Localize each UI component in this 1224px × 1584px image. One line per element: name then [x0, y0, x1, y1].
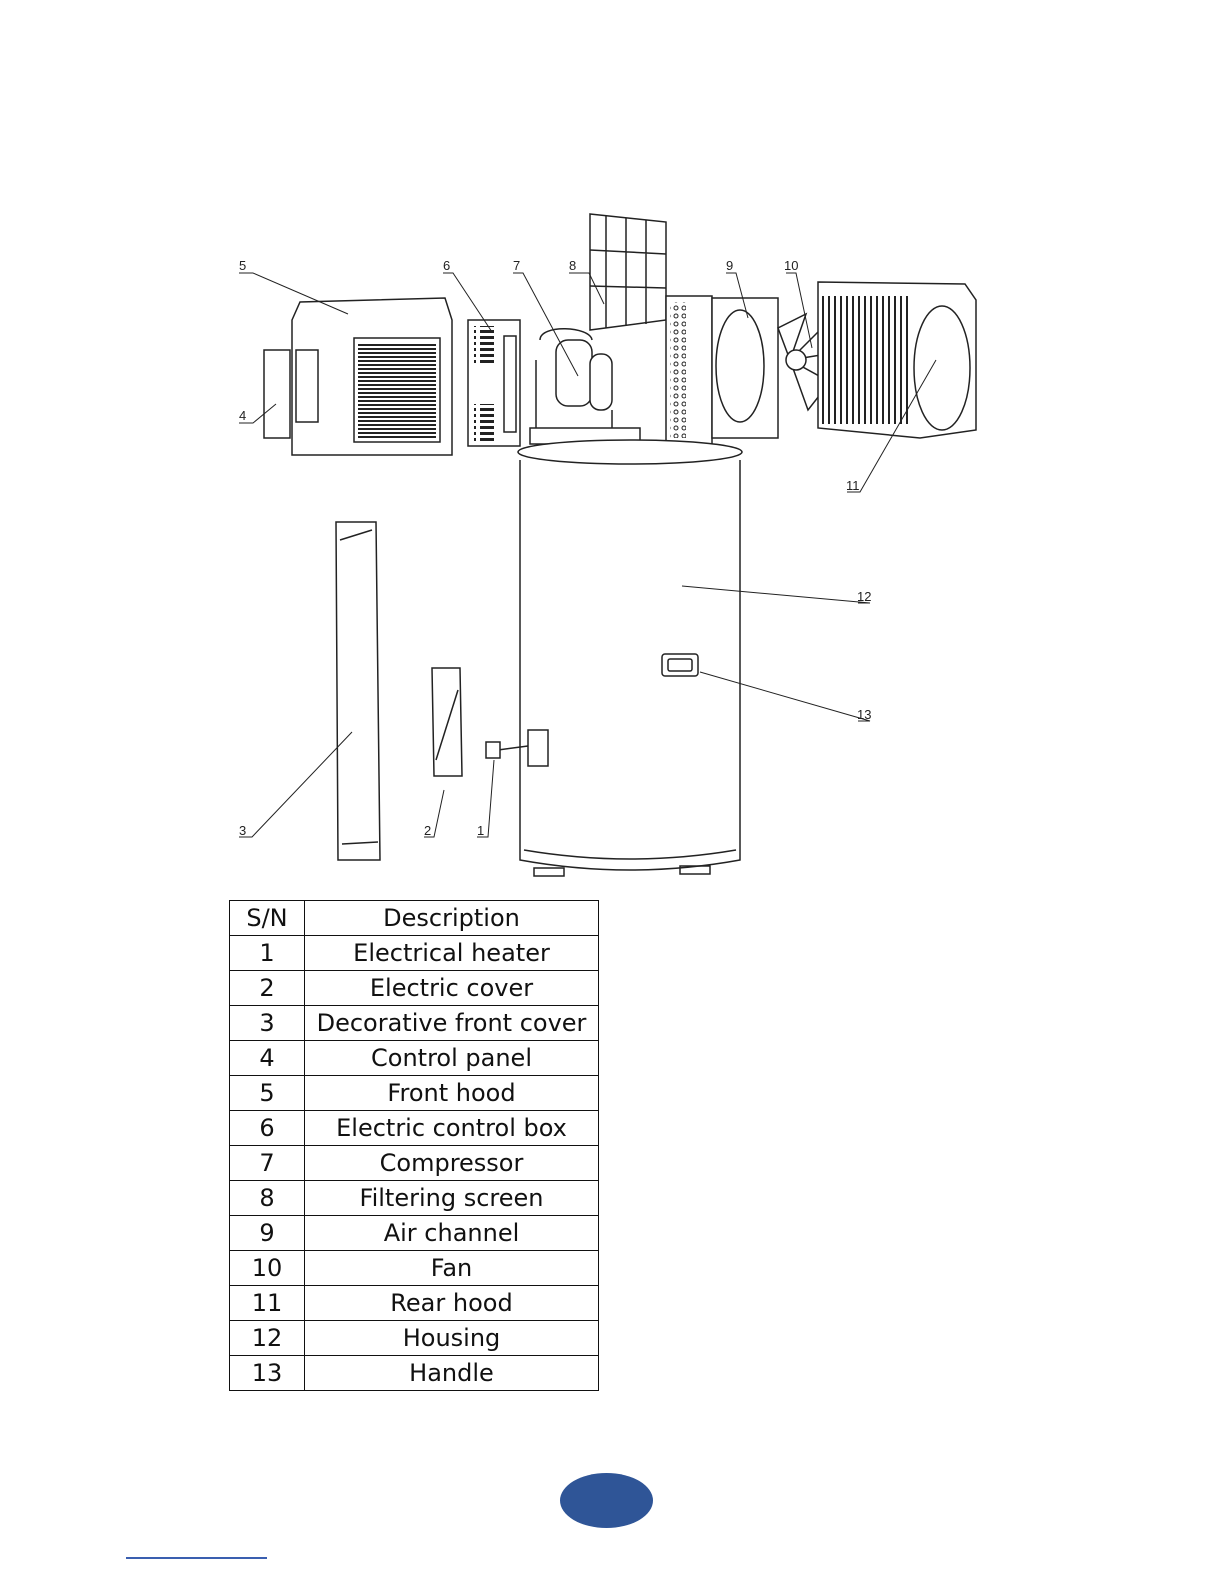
- callout-2: 2: [424, 823, 431, 838]
- callout-6: 6: [443, 258, 450, 273]
- callout-10: 10: [784, 258, 798, 273]
- row-sn: 7: [230, 1146, 305, 1181]
- row-sn: 1: [230, 936, 305, 971]
- row-sn: 8: [230, 1181, 305, 1216]
- callout-7: 7: [513, 258, 520, 273]
- row-sn: 10: [230, 1251, 305, 1286]
- row-description: Compressor: [305, 1146, 599, 1181]
- row-description: Air channel: [305, 1216, 599, 1251]
- page-number-badge: [560, 1473, 653, 1528]
- row-description: Electric cover: [305, 971, 599, 1006]
- row-sn: 2: [230, 971, 305, 1006]
- row-description: Fan: [305, 1251, 599, 1286]
- row-sn: 13: [230, 1356, 305, 1391]
- callout-11: 11: [846, 478, 860, 493]
- row-description: Handle: [305, 1356, 599, 1391]
- callout-4: 4: [239, 408, 246, 423]
- filtering-screen-drawing: [590, 214, 666, 330]
- row-description: Filtering screen: [305, 1181, 599, 1216]
- row-description: Front hood: [305, 1076, 599, 1111]
- row-description: Control panel: [305, 1041, 599, 1076]
- callout-13: 13: [857, 707, 871, 722]
- callout-1: 1: [477, 823, 484, 838]
- rear-hood-drawing: [818, 282, 976, 438]
- row-sn: 9: [230, 1216, 305, 1251]
- decorative-front-cover-drawing: [336, 522, 380, 860]
- row-description: Electrical heater: [305, 936, 599, 971]
- row-sn: 12: [230, 1321, 305, 1356]
- table-header-row: S/N Description: [230, 901, 599, 936]
- exploded-view-diagram: 5 4 6 7 8 9 10 11 12 13 3 2 1: [0, 0, 1224, 900]
- row-sn: 6: [230, 1111, 305, 1146]
- row-sn: 4: [230, 1041, 305, 1076]
- row-description: Housing: [305, 1321, 599, 1356]
- header-sn: S/N: [230, 901, 305, 936]
- callout-9: 9: [726, 258, 733, 273]
- front-hood-drawing: [264, 298, 452, 455]
- row-sn: 5: [230, 1076, 305, 1111]
- row-sn: 11: [230, 1286, 305, 1321]
- housing-drawing: [518, 440, 742, 876]
- row-description: Electric control box: [305, 1111, 599, 1146]
- electrical-heater-drawing: [486, 730, 548, 766]
- callout-5: 5: [239, 258, 246, 273]
- footer-rule: [126, 1557, 267, 1559]
- electric-control-box-drawing: [468, 320, 520, 446]
- row-sn: 3: [230, 1006, 305, 1041]
- row-description: Rear hood: [305, 1286, 599, 1321]
- air-channel-drawing: [666, 296, 778, 444]
- row-description: Decorative front cover: [305, 1006, 599, 1041]
- compressor-drawing: [530, 329, 640, 444]
- callout-3: 3: [239, 823, 246, 838]
- electric-cover-drawing: [432, 668, 462, 776]
- callout-12: 12: [857, 589, 871, 604]
- callout-8: 8: [569, 258, 576, 273]
- header-description: Description: [305, 901, 599, 936]
